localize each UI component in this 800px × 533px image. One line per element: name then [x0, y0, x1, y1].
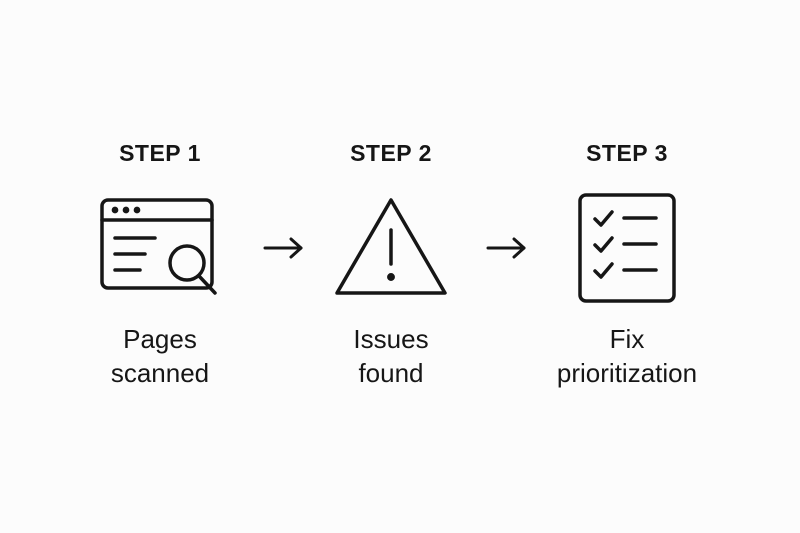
checklist-icon	[578, 193, 676, 303]
step-2-caption: Issues found	[271, 322, 511, 390]
step-1-caption: Pages scanned	[40, 322, 280, 390]
step-2-caption-line2: found	[358, 358, 424, 388]
step-1-caption-line1: Pages	[123, 324, 197, 354]
arrow-right-icon	[263, 237, 303, 259]
browser-search-icon	[100, 198, 217, 295]
warning-triangle-icon	[335, 198, 447, 295]
arrow-right-icon	[486, 237, 526, 259]
step-3-caption-line2: prioritization	[556, 358, 698, 388]
step-2-caption-line1: Issues	[353, 324, 429, 354]
step-2-title: STEP 2	[350, 140, 432, 166]
step-2: STEP 2 Issues found	[271, 0, 511, 533]
step-3: STEP 3 Fix prioritization	[507, 0, 747, 533]
step-1-title: STEP 1	[119, 140, 201, 166]
step-1: STEP 1 Pages scanned	[40, 0, 280, 533]
step-3-title: STEP 3	[586, 140, 668, 166]
step-3-caption-line1: Fix	[609, 324, 645, 354]
step-1-caption-line2: scanned	[110, 358, 210, 388]
step-3-caption: Fix prioritization	[507, 322, 747, 390]
